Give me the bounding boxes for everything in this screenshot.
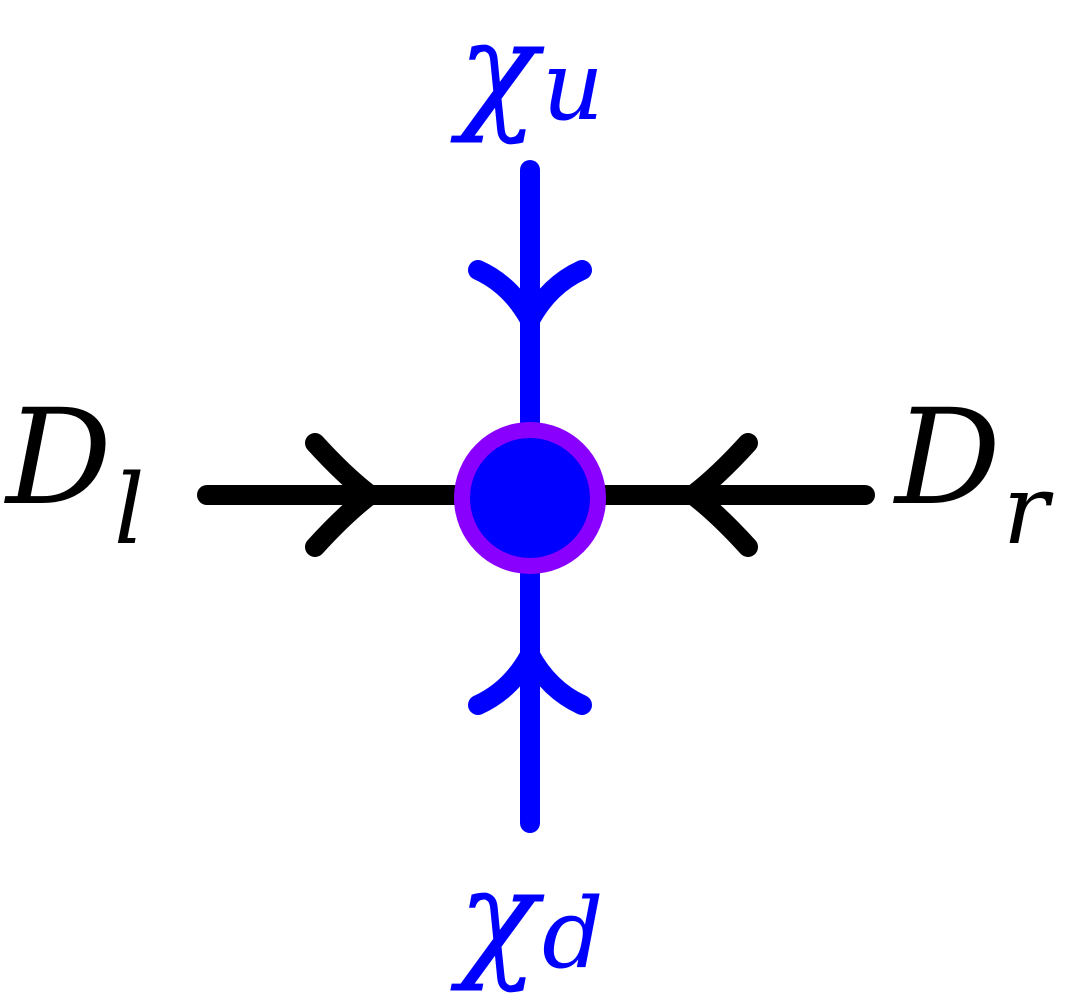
label-d-r-main: D bbox=[895, 381, 1001, 535]
down-arrow-head bbox=[468, 645, 592, 715]
label-chi-d-sub: d bbox=[542, 878, 604, 990]
label-chi-u-main: χ bbox=[458, 0, 538, 147]
up-arrow-head bbox=[468, 260, 592, 330]
label-chi-d-main: χ bbox=[458, 841, 538, 995]
label-chi-u-sub: u bbox=[542, 30, 604, 142]
label-d-l: Dl bbox=[6, 392, 145, 558]
right-arrow-head bbox=[683, 433, 758, 557]
label-chi-u: χu bbox=[458, 4, 604, 136]
label-d-l-sub: l bbox=[113, 454, 145, 566]
central-node bbox=[470, 438, 590, 558]
label-d-l-main: D bbox=[6, 381, 112, 535]
label-d-r-sub: r bbox=[1002, 454, 1049, 566]
label-d-r: Dr bbox=[895, 392, 1049, 558]
left-arrow-head bbox=[305, 433, 380, 557]
label-chi-d: χd bbox=[458, 852, 603, 984]
